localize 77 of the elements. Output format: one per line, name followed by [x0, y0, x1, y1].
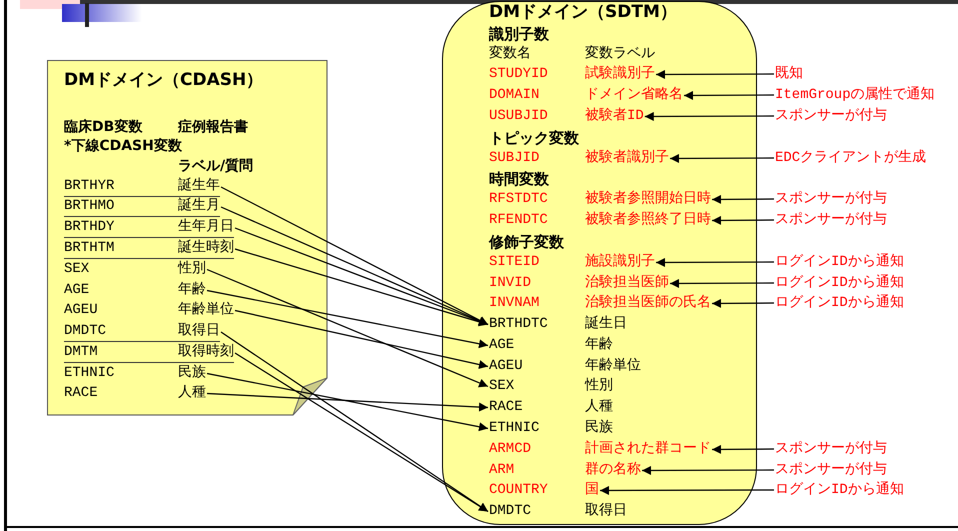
section-heading: トピック変数 [489, 128, 579, 148]
variable-row: AGE 年齢 [489, 336, 613, 355]
variable-row: COUNTRY 国 [489, 481, 599, 500]
source-note: スポンサーが付与 [775, 189, 887, 209]
section-heading: 識別子数 [489, 24, 549, 44]
section-heading: 時間変数 [489, 169, 549, 189]
variable-row: DMDTC 取得日 [64, 322, 220, 342]
variable-row: BRTHMO 誕生月 [64, 197, 220, 217]
column-header: 変数ラベル [585, 44, 655, 64]
arrow [206, 392, 488, 412]
source-note: ログインIDから通知 [775, 480, 904, 500]
source-note: スポンサーが付与 [775, 460, 887, 480]
variable-row: RACE 人種 [64, 384, 206, 403]
source-note: EDCクライアントが生成 [775, 148, 926, 168]
variable-row: RACE 人種 [489, 398, 613, 417]
panel-title: DMドメイン（CDASH） [64, 70, 264, 90]
note-text: *下線CDASH変数 [64, 136, 182, 156]
folded-note-card [47, 60, 328, 416]
variable-row: BRTHTM 誕生時刻 [64, 239, 234, 259]
variable-row: ARM 群の名称 [489, 461, 641, 480]
panel-title: DMドメイン（SDTM） [489, 2, 677, 22]
arrow [644, 112, 774, 121]
source-note: ログインIDから通知 [775, 273, 904, 293]
variable-row: SUBJID 被験者識別子 [489, 149, 669, 168]
column-header: ラベル/質問 [178, 157, 254, 176]
arrow [206, 372, 488, 432]
variable-row: RFENDTC 被験者参照終了日時 [489, 211, 711, 230]
arrow [234, 310, 488, 369]
arrow [656, 70, 774, 79]
variable-row: SEX 性別 [64, 260, 206, 279]
arrow [684, 90, 774, 100]
variable-row: DMTM 取得時刻 [64, 343, 234, 363]
variable-row: BRTHYR 誕生年 [64, 177, 220, 197]
source-note: スポンサーが付与 [775, 439, 887, 459]
source-note: 既知 [775, 64, 803, 84]
section-heading: 修飾子変数 [489, 232, 564, 252]
arrow [234, 248, 488, 326]
arrow [206, 290, 488, 348]
variable-row: DMDTC 取得日 [489, 502, 627, 521]
variable-row: INVNAM 治験担当医師の氏名 [489, 294, 711, 313]
variable-row: AGEU 年齢単位 [489, 357, 641, 376]
arrow [712, 216, 774, 225]
arrow [670, 278, 774, 288]
rounded-panel [442, 1, 757, 525]
arrow [234, 227, 488, 326]
column-header: 変数名 [489, 44, 531, 64]
variable-row: INVID 治験担当医師 [489, 274, 669, 293]
variable-row: USUBJID 被験者ID [489, 107, 644, 126]
column-header: 臨床DB変数 [64, 118, 142, 137]
source-note: ログインIDから通知 [775, 252, 904, 272]
arrow [234, 352, 488, 512]
source-note: ログインIDから通知 [775, 293, 904, 313]
variable-row: RFSTDTC 被験者参照開始日時 [489, 190, 711, 209]
arrow [712, 298, 774, 308]
variable-row: ARMCD 計画された群コード [489, 440, 711, 459]
variable-row: BRTHDTC 誕生日 [489, 315, 627, 334]
variable-row: ETHNIC 民族 [489, 419, 613, 438]
variable-row: AGE 年齢 [64, 281, 206, 300]
arrow [656, 258, 774, 267]
arrow [642, 466, 774, 475]
arrow [712, 194, 774, 204]
source-note: ItemGroupの属性で通知 [775, 85, 935, 105]
arrow [206, 268, 488, 388]
column-header: 症例報告書 [178, 118, 248, 137]
arrow [712, 444, 774, 454]
variable-row: STUDYID 試験識別子 [489, 65, 655, 84]
variable-row: SEX 性別 [489, 377, 613, 396]
source-note: スポンサーが付与 [775, 106, 887, 126]
source-note: スポンサーが付与 [775, 210, 887, 230]
variable-row: DOMAIN ドメイン省略名 [489, 86, 683, 105]
variable-row: SITEID 施設識別子 [489, 253, 655, 272]
variable-row: ETHNIC 民族 [64, 364, 206, 383]
variable-row: AGEU 年齢単位 [64, 301, 234, 320]
arrow [670, 154, 774, 163]
variable-row: BRTHDY 生年月日 [64, 218, 234, 238]
arrow [600, 486, 774, 495]
arrow [220, 332, 488, 512]
